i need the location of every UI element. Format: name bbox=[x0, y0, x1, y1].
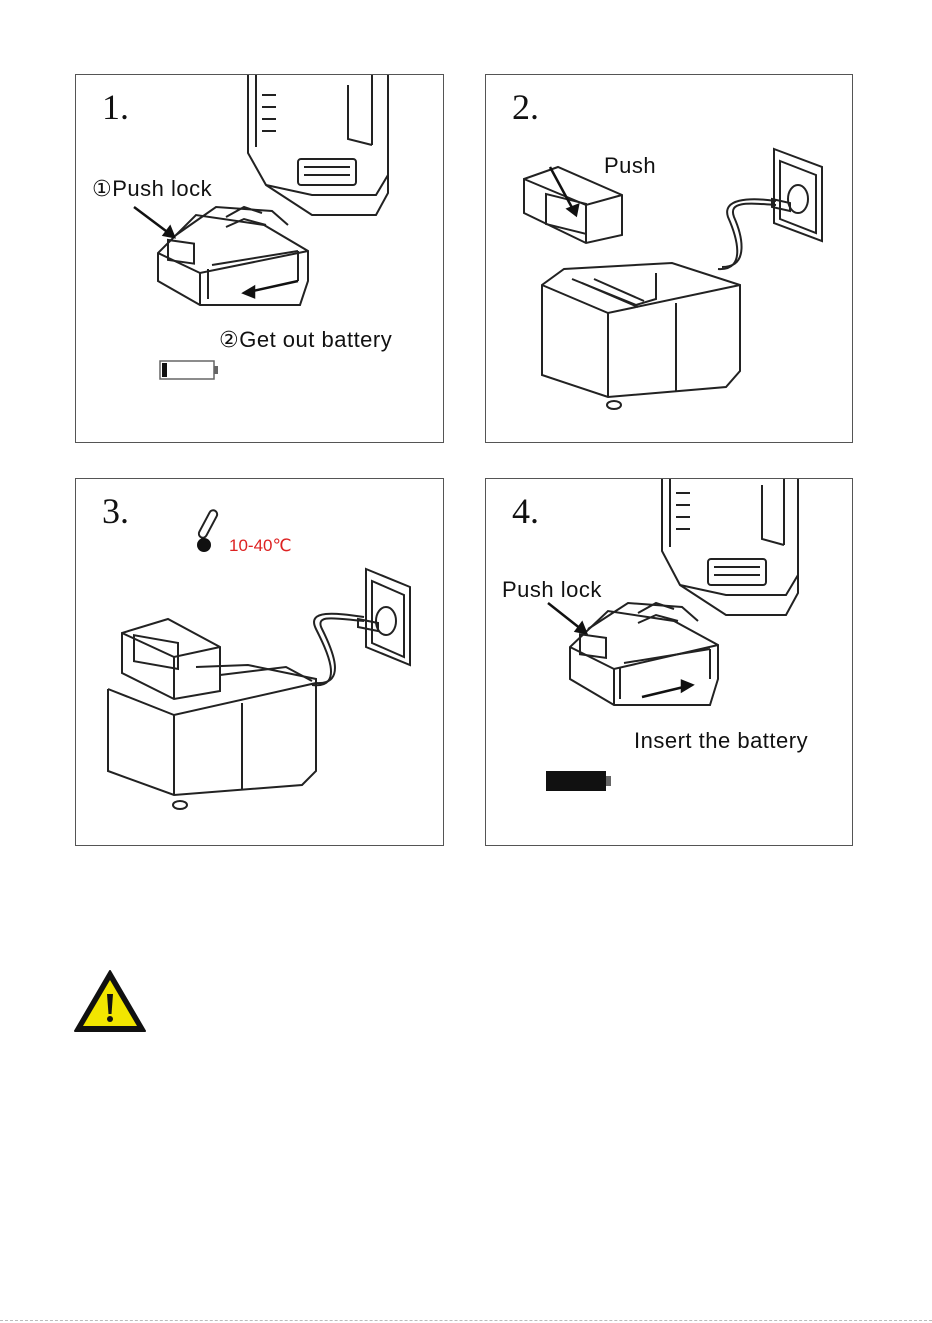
step-2-panel: 2. Push bbox=[485, 74, 853, 443]
step-4-panel: 4. Push lock Insert the battery bbox=[485, 478, 853, 846]
page-bottom-divider bbox=[0, 1320, 932, 1321]
battery-low-icon bbox=[160, 361, 218, 379]
push-lock-label: ①Push lock bbox=[92, 178, 212, 200]
charging-illustration bbox=[76, 479, 444, 846]
insert-battery-label: Insert the battery bbox=[634, 730, 808, 752]
step-number: 4. bbox=[512, 493, 539, 529]
temperature-range: 10-40℃ bbox=[229, 537, 292, 554]
get-out-battery-label: ②Get out battery bbox=[219, 329, 392, 351]
charger-insert-illustration bbox=[486, 75, 853, 443]
battery-full-icon bbox=[546, 771, 611, 791]
step-3-panel: 3. 10-40℃ bbox=[75, 478, 444, 846]
step-1-panel: 1. ①Push lock ②Get out battery bbox=[75, 74, 444, 443]
step-number: 2. bbox=[512, 89, 539, 125]
thermometer-icon bbox=[197, 509, 219, 552]
step-number: 3. bbox=[102, 493, 129, 529]
step-number: 1. bbox=[102, 89, 129, 125]
remove-battery-illustration bbox=[76, 75, 444, 443]
push-label: Push bbox=[604, 155, 656, 177]
insert-battery-illustration bbox=[486, 479, 853, 846]
push-lock-label: Push lock bbox=[502, 579, 602, 601]
warning-triangle-icon bbox=[72, 968, 148, 1034]
